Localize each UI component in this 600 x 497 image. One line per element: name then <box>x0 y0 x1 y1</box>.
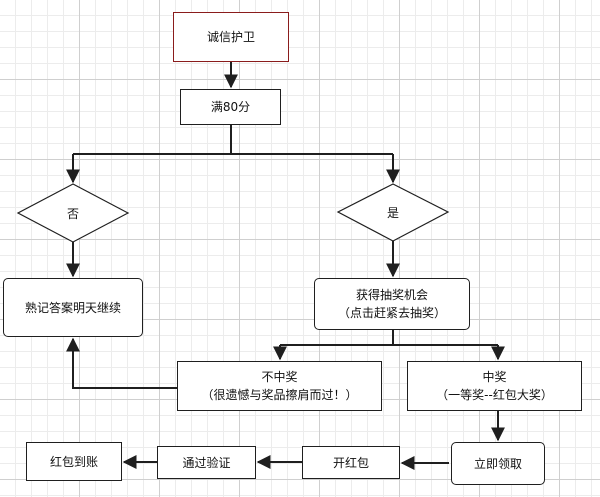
chance-node: 获得抽奖机会 （点击赶紧去抽奖） <box>314 278 470 330</box>
decision-yes-shape <box>336 183 450 242</box>
arrow-lose-to-study <box>66 337 177 389</box>
study-label: 熟记答案明天继续 <box>24 300 121 315</box>
lose-node: 不中奖 （很遗憾与奖品擦肩而过！） <box>177 361 382 411</box>
study-node: 熟记答案明天继续 <box>3 278 143 337</box>
chance-label-line1: 获得抽奖机会 <box>355 288 428 302</box>
claim-label: 立即领取 <box>473 456 522 471</box>
lose-label-line1: 不中奖 <box>261 370 298 384</box>
claim-node: 立即领取 <box>451 442 545 485</box>
decision-yes-label: 是 <box>386 206 399 220</box>
win-label-line2: （一等奖--红包大奖） <box>436 388 553 402</box>
verify-label: 通过验证 <box>182 455 231 470</box>
decision-no-shape <box>16 183 130 243</box>
verify-node: 通过验证 <box>157 446 256 479</box>
start-label: 诚信护卫 <box>206 30 255 44</box>
lose-label-line2: （很遗憾与奖品擦肩而过！） <box>201 388 358 402</box>
chance-label-line2: （点击赶紧去抽奖） <box>337 306 446 320</box>
start-node: 诚信护卫 <box>173 12 289 62</box>
open-label: 开红包 <box>332 455 369 470</box>
condition-label: 满80分 <box>210 100 251 114</box>
decision-no-label: 否 <box>66 207 79 221</box>
credited-label: 红包到账 <box>49 454 98 469</box>
win-node: 中奖 （一等奖--红包大奖） <box>407 361 582 411</box>
credited-node: 红包到账 <box>26 442 122 481</box>
win-label-line1: 中奖 <box>482 370 507 384</box>
condition-node: 满80分 <box>180 89 281 125</box>
open-node: 开红包 <box>302 446 400 479</box>
